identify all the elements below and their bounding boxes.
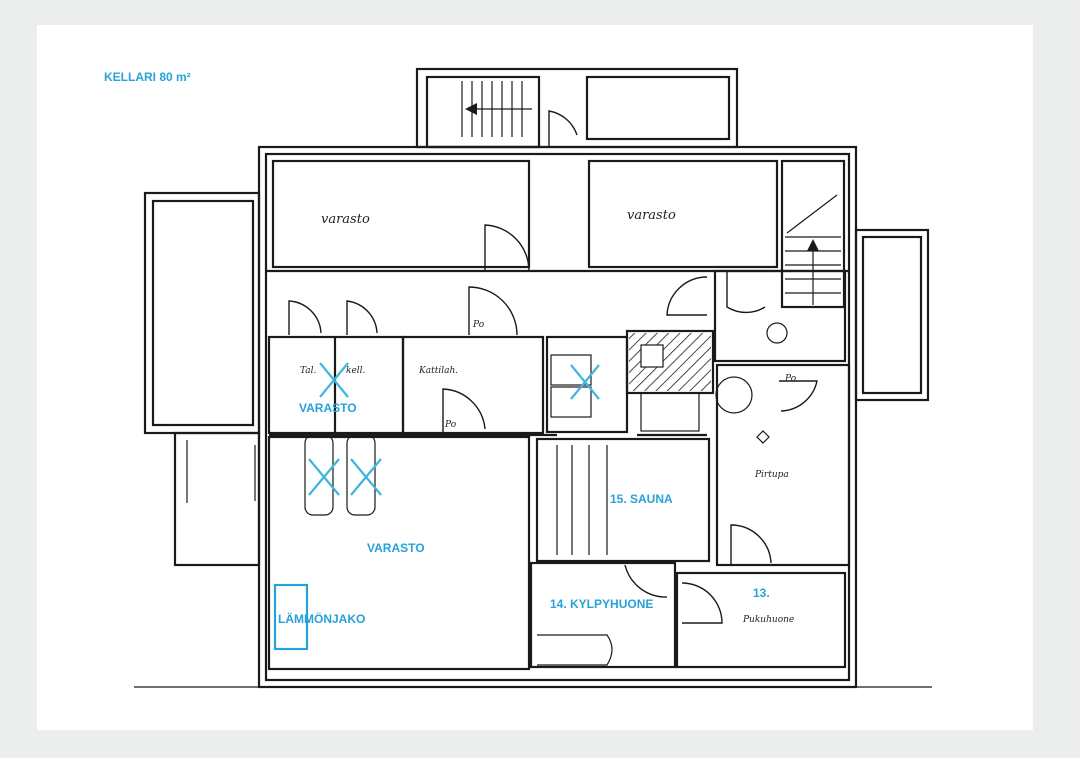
label-katt: Kattilah. bbox=[418, 366, 458, 376]
label-po-1: Po bbox=[472, 320, 485, 330]
label-varasto-small: VARASTO bbox=[299, 401, 357, 415]
large-storage-room bbox=[267, 434, 531, 671]
label-tal: Tal. bbox=[300, 366, 317, 376]
bathroom-room bbox=[529, 561, 677, 669]
label-varasto-large: VARASTO bbox=[367, 541, 425, 555]
label-kell: kell. bbox=[346, 366, 366, 376]
corridor-doors bbox=[288, 269, 847, 363]
label-pukuhuone-num: 13. bbox=[753, 586, 770, 600]
technical-core bbox=[545, 329, 715, 437]
floor-plan-drawing: KELLARI 80 m² bbox=[104, 67, 932, 689]
label-po-3: Po bbox=[784, 374, 797, 384]
left-annex bbox=[143, 191, 261, 567]
plan-title: KELLARI 80 m² bbox=[104, 70, 191, 84]
sauna-room bbox=[535, 437, 711, 563]
label-varasto-right: varasto bbox=[627, 208, 676, 223]
label-po-2: Po bbox=[444, 420, 457, 430]
middle-room-band bbox=[267, 335, 557, 437]
label-pirtti: Pirtupa bbox=[754, 470, 789, 480]
top-entry-block bbox=[415, 67, 739, 149]
label-kylpyhuone: 14. KYLPYHUONE bbox=[550, 597, 653, 611]
floor-plan-sheet: KELLARI 80 m² bbox=[37, 25, 1033, 730]
right-annex bbox=[854, 228, 930, 402]
right-middle-room bbox=[715, 363, 851, 567]
label-lammonjako: LÄMMÖNJAKO bbox=[278, 611, 365, 626]
right-stair bbox=[780, 159, 846, 309]
label-pukuhuone-hand: Pukuhuone bbox=[742, 615, 794, 625]
heat-distribution-box bbox=[273, 583, 309, 651]
label-sauna: 15. SAUNA bbox=[610, 492, 673, 506]
dressing-room bbox=[675, 571, 847, 669]
label-varasto-left: varasto bbox=[321, 212, 370, 227]
demolition-marks bbox=[308, 362, 600, 496]
